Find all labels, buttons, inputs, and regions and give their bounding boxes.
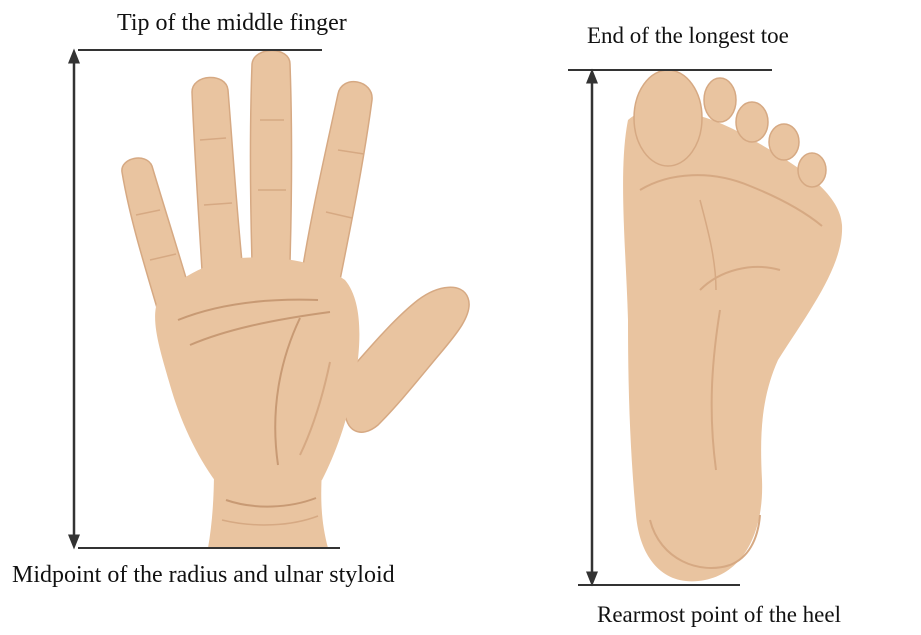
hand-ring-finger [192, 77, 242, 270]
hand-thumb [345, 287, 469, 432]
hand-palm [155, 257, 359, 492]
foot-bottom-label: Rearmost point of the heel [597, 603, 841, 626]
foot-fourth-toe [769, 124, 799, 160]
foot-third-toe [736, 102, 768, 142]
foot-little-toe [798, 153, 826, 187]
foot-big-toe [634, 70, 702, 166]
foot-second-toe [704, 78, 736, 122]
foot-top-label: End of the longest toe [587, 24, 789, 47]
hand-illustration [122, 51, 469, 549]
hand-top-label: Tip of the middle finger [117, 11, 347, 35]
hand-index-finger [302, 82, 372, 280]
foot-illustration [623, 70, 842, 581]
hand-bottom-label: Midpoint of the radius and ulnar styloid [12, 563, 395, 587]
hand-middle-finger [251, 51, 292, 263]
